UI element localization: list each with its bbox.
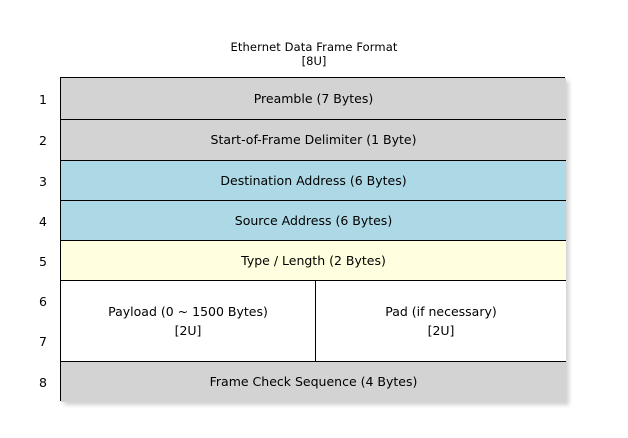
frame-field-preamble: Preamble (7 Bytes) [61, 78, 566, 120]
frame-field-pad: Pad (if necessary) [2U] [316, 281, 566, 361]
frame-field-pad-sublabel: [2U] [427, 323, 455, 338]
row-number-8: 8 [39, 375, 47, 390]
frame-field-payload-label: Payload (0 ~ 1500 Bytes) [108, 304, 268, 319]
frame-field-destination-address-label: Destination Address (6 Bytes) [220, 172, 407, 188]
row-number-7: 7 [39, 334, 47, 349]
frame-field-type-length: Type / Length (2 Bytes) [61, 241, 566, 281]
row-number-4: 4 [39, 214, 47, 229]
frame-field-sfd: Start-of-Frame Delimiter (1 Byte) [61, 120, 566, 161]
diagram-title-block: Ethernet Data Frame Format [8U] [0, 40, 628, 68]
frame-field-payload-sublabel: [2U] [174, 323, 202, 338]
row-number-1: 1 [39, 92, 47, 107]
frame-field-preamble-label: Preamble (7 Bytes) [253, 90, 374, 106]
row-number-6: 6 [39, 294, 47, 309]
frame-field-source-address-label: Source Address (6 Bytes) [234, 212, 393, 228]
frame-border: Preamble (7 Bytes) Start-of-Frame Delimi… [60, 77, 566, 402]
frame-field-source-address: Source Address (6 Bytes) [61, 201, 566, 241]
row-number-2: 2 [39, 133, 47, 148]
frame-field-payload-pad-row: Payload (0 ~ 1500 Bytes) [2U] Pad (if ne… [61, 281, 566, 362]
frame-field-pad-label: Pad (if necessary) [385, 304, 497, 319]
row-number-5: 5 [39, 254, 47, 269]
frame-field-payload: Payload (0 ~ 1500 Bytes) [2U] [61, 281, 316, 361]
frame-field-sfd-label: Start-of-Frame Delimiter (1 Byte) [210, 132, 417, 147]
frame-field-type-length-label: Type / Length (2 Bytes) [241, 252, 386, 268]
frame-format-diagram: Preamble (7 Bytes) Start-of-Frame Delimi… [60, 77, 569, 405]
page-subtitle: [8U] [301, 54, 327, 68]
frame-field-destination-address: Destination Address (6 Bytes) [61, 161, 566, 201]
page-title: Ethernet Data Frame Format [230, 40, 398, 54]
row-number-gutter: 1 2 3 4 5 6 7 8 [30, 77, 56, 401]
frame-field-frame-check-sequence: Frame Check Sequence (4 Bytes) [61, 362, 566, 402]
frame-field-frame-check-sequence-label: Frame Check Sequence (4 Bytes) [209, 374, 418, 389]
row-number-3: 3 [39, 174, 47, 189]
